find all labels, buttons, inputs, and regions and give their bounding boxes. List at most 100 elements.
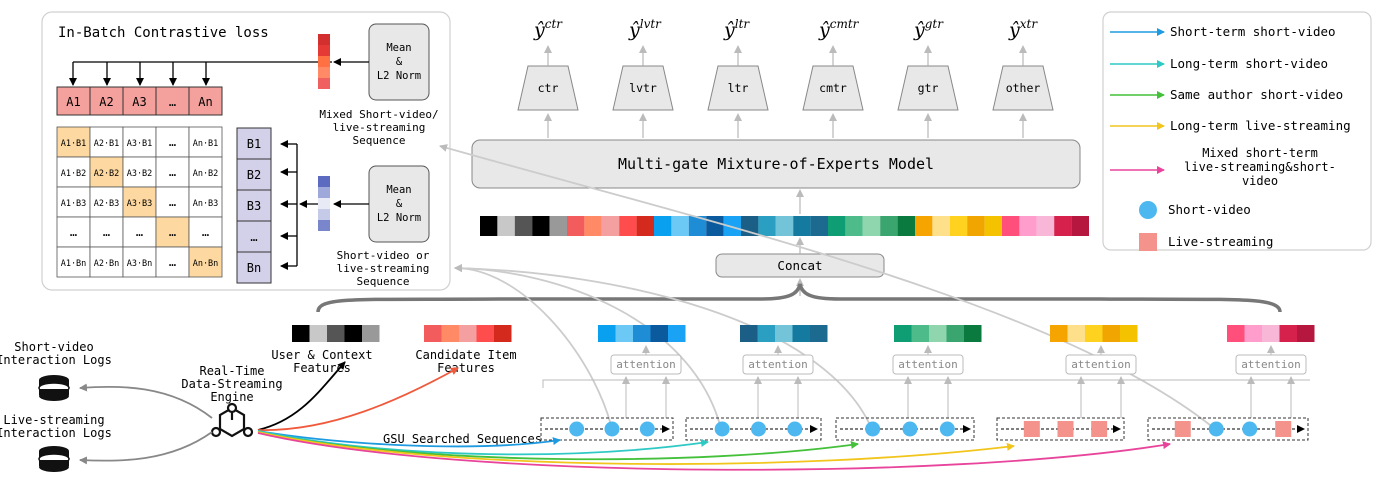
embedding-cell	[793, 216, 811, 236]
item-feature-cell	[424, 325, 442, 342]
embedding-cell	[671, 216, 689, 236]
user-feature-cell	[292, 325, 310, 342]
embedding-cell	[601, 216, 620, 236]
matrix-cell-label: A2·B3	[94, 199, 120, 209]
matrix-cell	[122, 246, 157, 278]
embedding-cell	[480, 216, 498, 236]
sequence-feature-cell	[757, 325, 775, 342]
output-superscript: ltr	[735, 17, 751, 31]
a-cell-label: An	[198, 95, 212, 109]
short-video-item	[1242, 421, 1258, 437]
sequence-feature-cell	[598, 325, 616, 342]
matrix-cell-label: …	[202, 225, 209, 239]
short-video-item	[639, 421, 655, 437]
matrix-cell	[188, 186, 223, 218]
b-cell-label: B1	[247, 137, 261, 151]
matrix-cell-label: …	[70, 225, 77, 239]
embedding-cell	[318, 220, 330, 231]
matrix-cell	[56, 126, 91, 158]
gsu-sequence	[685, 417, 822, 441]
output-lvtr: ŷlvtr	[628, 17, 662, 41]
legend-label: live-streaming&short-	[1184, 160, 1336, 174]
attention-block: attention	[1065, 345, 1137, 418]
matrix-cell-label: …	[169, 165, 176, 179]
output-symbol: ŷ	[533, 19, 545, 41]
sequence-feature-cell	[740, 325, 758, 342]
matrix-cell-label: An·B2	[193, 169, 219, 179]
sequence-feature-cell	[1120, 325, 1138, 342]
data-sources: Short-video Interaction Logs Live-stream…	[0, 340, 283, 472]
seq-label-line: Mixed Short-video/	[319, 108, 438, 121]
output-symbol: ŷ	[818, 19, 830, 41]
attention-label: attention	[616, 358, 676, 371]
ampersand-label: &	[396, 56, 403, 68]
tower-label: ctr	[538, 81, 559, 95]
embedding-cell	[567, 216, 585, 236]
a-cell-label: …	[169, 95, 176, 109]
matrix-cell-label: A3·Bn	[127, 259, 153, 269]
matrix-cell-label: A1·B3	[61, 199, 87, 209]
live-logs-label: Interaction Logs	[0, 426, 112, 440]
b-cell-label: …	[250, 230, 257, 244]
sequence-feature-cell	[810, 325, 828, 342]
short-video-item	[604, 421, 620, 437]
embedding-cell	[318, 209, 330, 220]
embedding-cell	[318, 198, 330, 209]
log-arrows	[79, 383, 213, 465]
matrix-cell	[188, 246, 223, 278]
live-streaming-item	[1275, 421, 1292, 437]
short-video-item	[1208, 421, 1224, 437]
legend-label: Mixed short-term	[1202, 146, 1318, 160]
a-cell	[122, 86, 157, 116]
output-superscript: gtr	[925, 17, 945, 31]
output-xtr: ŷxtr	[1008, 17, 1038, 41]
b-cell-label: Bn	[247, 261, 261, 275]
matrix-cell	[122, 156, 157, 188]
sequence-feature-cell	[1262, 325, 1280, 342]
user-feature-cell	[362, 325, 380, 342]
embedding-cell	[984, 216, 1002, 236]
embedding-cell	[758, 216, 776, 236]
seq-label-line: live-streaming	[333, 121, 426, 134]
output-symbol: ŷ	[913, 19, 925, 41]
concat-label: Concat	[777, 258, 822, 273]
embedding-cell	[318, 78, 330, 89]
gather-brace	[316, 283, 1282, 313]
embedding-cell	[619, 216, 637, 236]
legend-item: Same author short-video	[1110, 87, 1343, 102]
output-symbol: ŷ	[723, 19, 735, 41]
short-video-item	[902, 421, 918, 437]
legend-item: Long-term short-video	[1110, 56, 1328, 71]
flow-arrows	[257, 361, 1171, 471]
sequence-feature-cell	[633, 325, 651, 342]
matrix-cell-label: An·B3	[193, 199, 219, 209]
matrix-cell-label: …	[169, 255, 176, 269]
sequence-feature-cell	[1067, 325, 1085, 342]
a-row-connector	[69, 61, 332, 86]
short-video-item	[751, 421, 766, 437]
user-feature-cell	[344, 325, 362, 342]
b-cell-label: B2	[247, 168, 261, 182]
single-sequence-embedding	[318, 176, 330, 231]
b-cell	[236, 251, 272, 284]
seq-label-line: Sequence	[357, 275, 410, 288]
matrix-cell	[155, 216, 190, 248]
tower-label: cmtr	[819, 81, 847, 95]
sequence-feature-cell	[1085, 325, 1103, 342]
matrix-cell	[56, 216, 91, 248]
item-feature-cell	[441, 325, 459, 342]
user-feature-cell	[309, 325, 327, 342]
attention-label: attention	[748, 358, 808, 371]
matrix-cell-label: A1·Bn	[61, 259, 87, 269]
matrix-cell	[188, 156, 223, 188]
tower-shape	[802, 65, 864, 111]
embedding-cell	[549, 216, 567, 236]
live-logs-label: Live-streaming	[3, 413, 104, 427]
mean-label: Mean	[386, 42, 411, 54]
short-video-item	[714, 421, 730, 437]
matrix-cell	[188, 126, 223, 158]
a-cell	[188, 86, 223, 116]
short-video-item	[787, 421, 803, 437]
